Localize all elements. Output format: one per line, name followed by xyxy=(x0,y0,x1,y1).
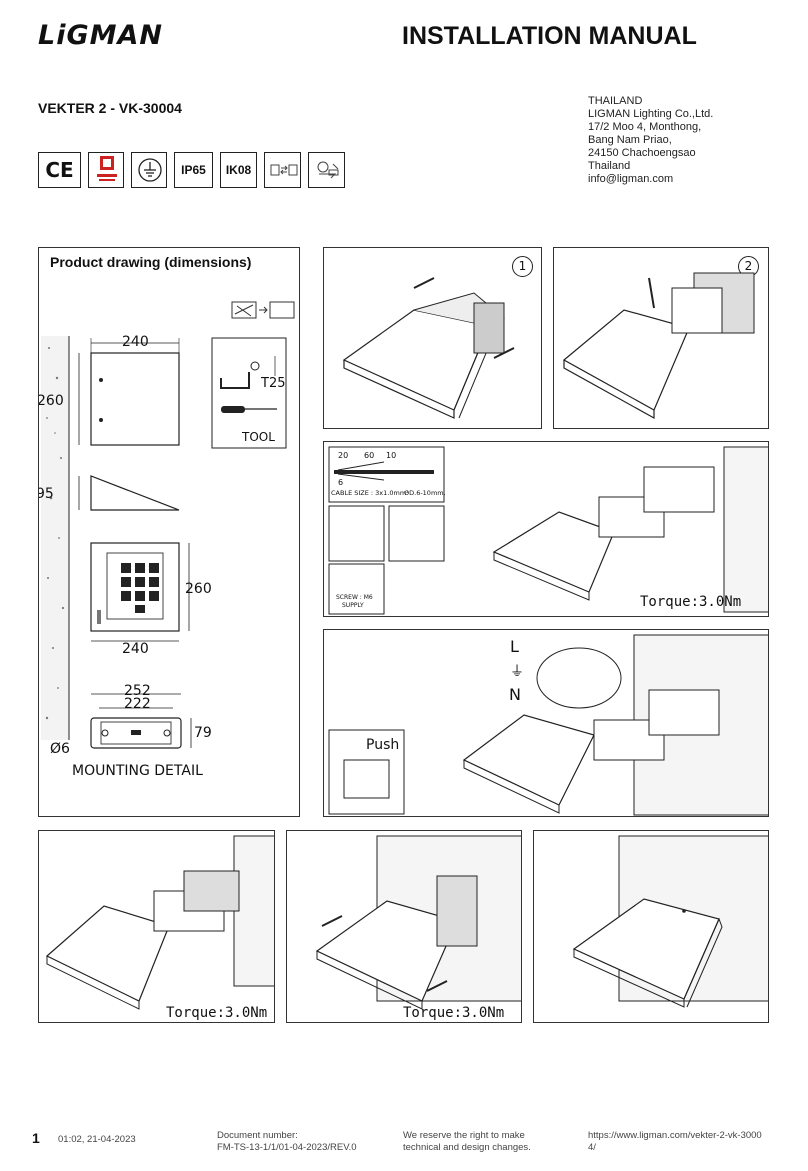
mounting-detail-label: MOUNTING DETAIL xyxy=(72,763,203,779)
document-title: INSTALLATION MANUAL xyxy=(402,22,697,50)
step-1-illustration xyxy=(342,277,515,419)
torque-label: Torque:3.0Nm xyxy=(166,1005,268,1021)
brand-logo: LiGMAN xyxy=(38,20,163,51)
ground-icon: ⏚ xyxy=(510,664,524,680)
replaceable-driver-icon xyxy=(264,152,301,188)
quality-mark-icon xyxy=(88,152,124,188)
step-3-panel: 3 20 60 10 6 CABLE SIZE : 3x1.0mm² OD.6-… xyxy=(323,441,769,617)
address-line: Bang Nam Priao, xyxy=(588,134,672,146)
torque-label: Torque:3.0Nm xyxy=(640,594,742,610)
dimension-drawing xyxy=(41,301,295,749)
step-3-illustration xyxy=(328,446,768,615)
screw-label: SCREW : M6 xyxy=(336,594,373,601)
step-number: 1 xyxy=(512,256,533,277)
torque-label: Torque:3.0Nm xyxy=(403,1005,505,1021)
dim-width-top: 240 xyxy=(122,334,149,350)
step-6-illustration xyxy=(315,835,521,1010)
step-4-illustration xyxy=(328,634,768,816)
step-7-illustration xyxy=(572,835,768,1008)
url-line[interactable]: https://www.ligman.com/vekter-2-vk-3000 xyxy=(588,1130,762,1141)
ip-rating-badge: IP65 xyxy=(174,152,213,188)
page-number: 1 xyxy=(32,1130,40,1146)
footer-disclaimer: We reserve the right to make technical a… xyxy=(403,1130,531,1154)
address-line: 24150 Chachoengsao xyxy=(588,147,696,159)
ground-class-icon xyxy=(131,152,167,188)
dim-mount-outer: 252 xyxy=(124,683,151,699)
step-5-illustration xyxy=(45,835,274,1010)
dim-mount-inner: 222 xyxy=(124,696,151,712)
address-line: 17/2 Moo 4, Monthong, xyxy=(588,121,702,133)
certification-row: CE IP65 IK08 xyxy=(38,152,345,188)
docnum-value: FM-TS-13-1/1/01-04-2023/REV.0 xyxy=(217,1142,357,1153)
footer-document-number: Document number: FM-TS-13-1/1/01-04-2023… xyxy=(217,1130,357,1154)
product-name: VEKTER 2 - VK-30004 xyxy=(38,100,182,116)
cable-size-label: CABLE SIZE : 3x1.0mm² xyxy=(331,489,409,497)
supply-label: SUPPLY xyxy=(342,602,364,609)
step-1-panel: 1 xyxy=(323,247,542,429)
step-7-panel: 7 xyxy=(533,830,769,1023)
company-address: THAILAND LIGMAN Lighting Co.,Ltd. 17/2 M… xyxy=(588,95,713,186)
push-label: Push xyxy=(366,737,400,753)
wire-live-label: L xyxy=(510,637,519,656)
docnum-label: Document number: xyxy=(217,1130,298,1141)
contact-email: info@ligman.com xyxy=(588,173,674,185)
replaceable-light-source-icon xyxy=(308,152,345,188)
wire-neutral-label: N xyxy=(509,685,521,704)
step-2-illustration xyxy=(562,272,755,420)
cable-dim-10: 10 xyxy=(386,451,397,460)
cable-dim-20: 20 xyxy=(338,451,349,460)
dim-width-back: 240 xyxy=(122,641,149,657)
dim-hole-diameter: Ø6 xyxy=(50,741,70,757)
footer-url[interactable]: https://www.ligman.com/vekter-2-vk-3000 … xyxy=(588,1130,762,1154)
cable-od-label: OD.6-10mm. xyxy=(404,489,446,497)
ik-rating-badge: IK08 xyxy=(220,152,257,188)
step-4-panel: 4 L ⏚ N Push xyxy=(323,629,769,817)
dim-height-back: 260 xyxy=(185,581,212,597)
url-line[interactable]: 4/ xyxy=(588,1142,596,1153)
address-line: THAILAND xyxy=(588,95,643,107)
step-5-panel: 5 Torque:3.0Nm xyxy=(38,830,275,1023)
disclaimer-line: technical and design changes. xyxy=(403,1142,531,1153)
step-6-panel: 6 Torque:3.0Nm xyxy=(286,830,522,1023)
cable-dim-6: 6 xyxy=(338,478,344,487)
address-line: Thailand xyxy=(588,160,631,172)
step-2-panel: 2 xyxy=(553,247,769,429)
product-drawing-panel: Product drawing (dimensions) xyxy=(38,247,300,817)
cable-dim-60: 60 xyxy=(364,451,375,460)
tool-size-label: T25 xyxy=(261,376,286,391)
disclaimer-line: We reserve the right to make xyxy=(403,1130,525,1141)
ce-mark-icon: CE xyxy=(38,152,81,188)
tool-label: TOOL xyxy=(242,430,275,444)
footer-timestamp: 01:02, 21-04-2023 xyxy=(58,1134,136,1145)
dim-depth: 95 xyxy=(39,486,54,502)
drawing-title: Product drawing (dimensions) xyxy=(50,254,252,270)
address-line: LIGMAN Lighting Co.,Ltd. xyxy=(588,108,714,120)
dim-height-front: 260 xyxy=(38,393,64,409)
dim-mount-height: 79 xyxy=(194,725,212,741)
